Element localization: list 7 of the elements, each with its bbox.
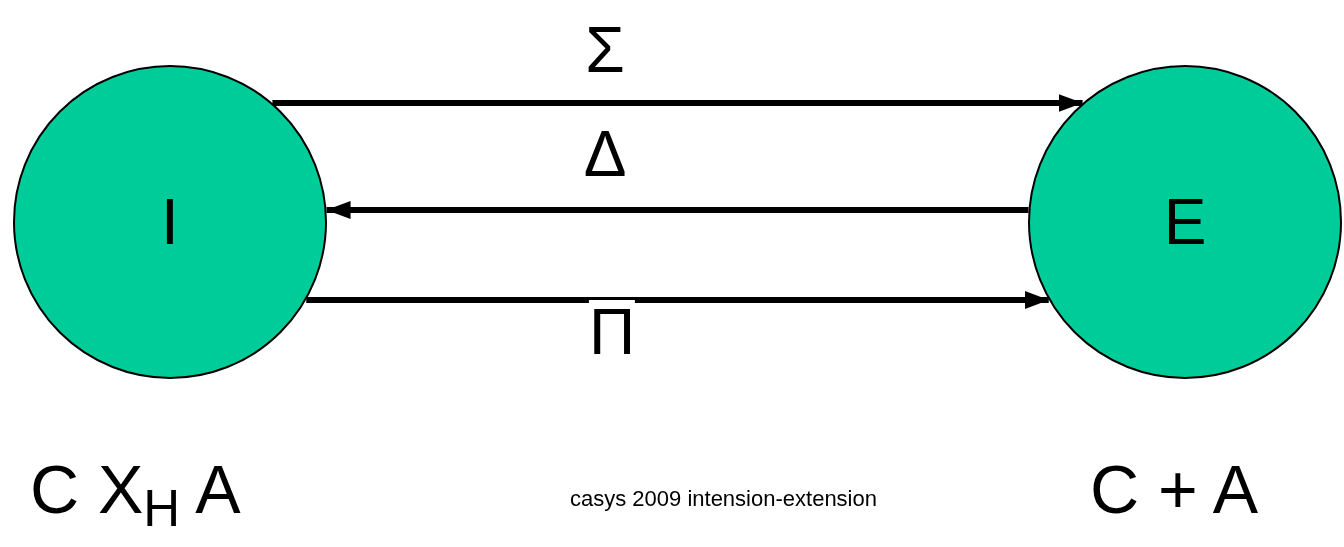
arrow [272, 94, 1083, 112]
formula-text: casys 2009 intension-extension [570, 488, 877, 510]
arrow [326, 201, 1029, 219]
node-label: E [1163, 190, 1207, 254]
node-label: I [161, 190, 179, 254]
arrow [306, 291, 1049, 309]
formula-text: C + A [1090, 455, 1259, 523]
